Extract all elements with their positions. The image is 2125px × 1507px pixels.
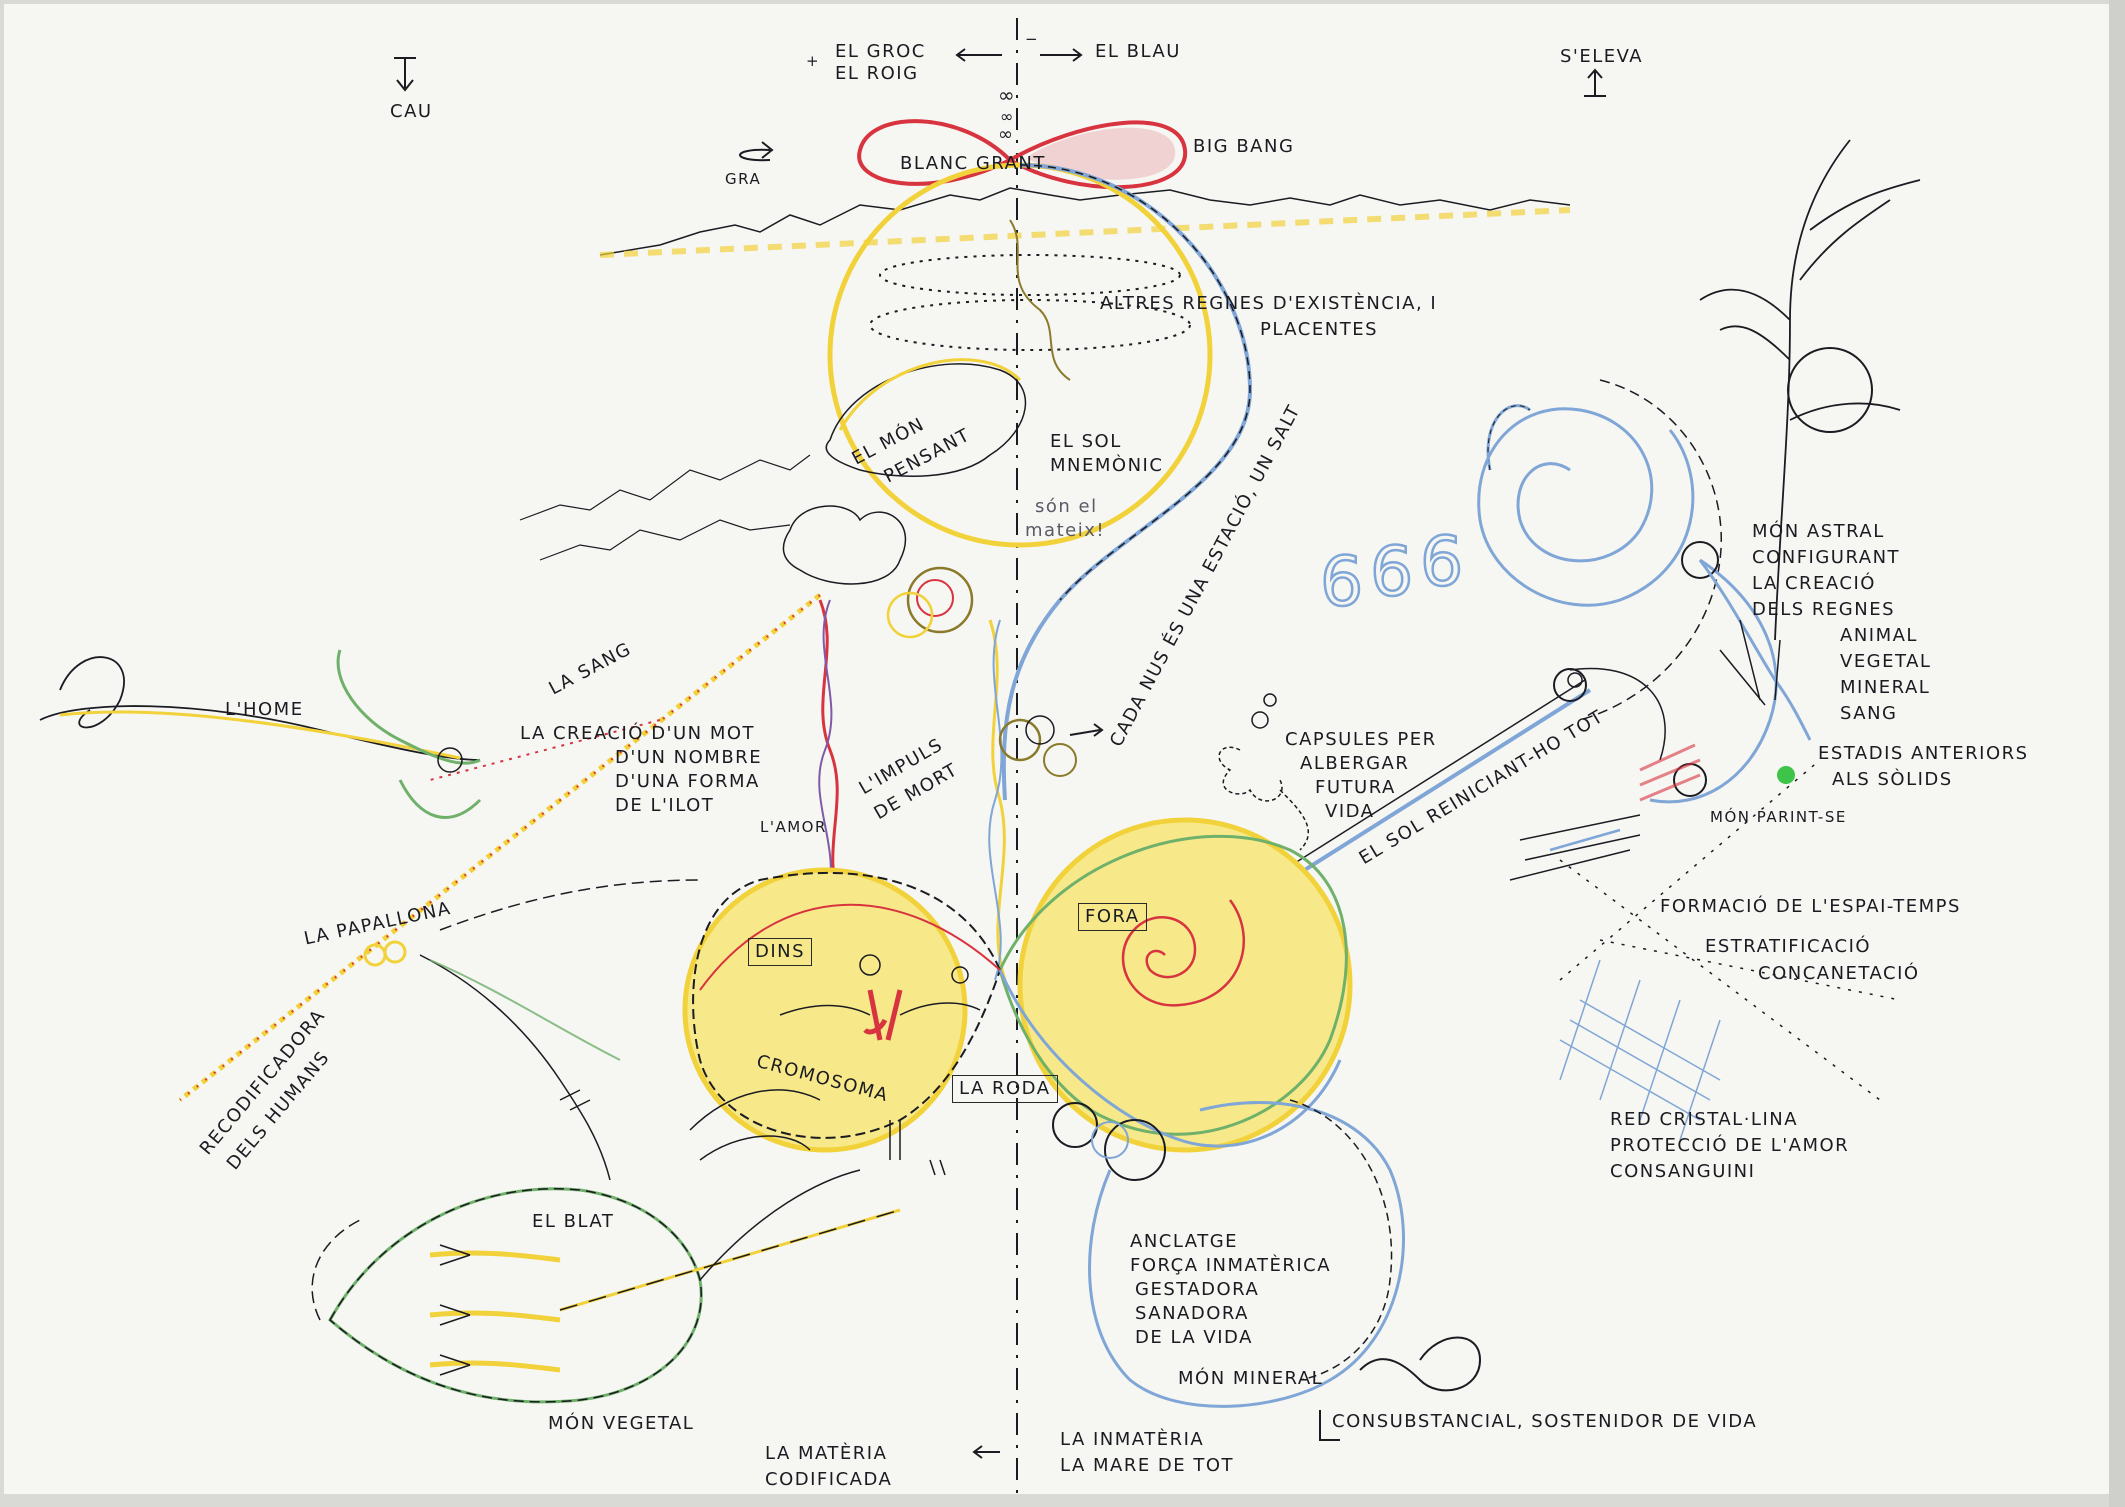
label-anclatge-4: SANADORA <box>1135 1303 1249 1324</box>
label-mon-vegetal: MÓN VEGETAL <box>548 1413 695 1434</box>
label-mon-astral-3: LA CREACIÓ <box>1752 573 1876 594</box>
label-anclatge-3: GESTADORA <box>1135 1279 1260 1300</box>
label-mon-astral-8: SANG <box>1840 703 1898 724</box>
label-concanetacio: CONCANETACIÓ <box>1758 963 1920 984</box>
label-la-creacio-4: DE L'ILOT <box>615 795 715 816</box>
label-minus: − <box>1025 30 1040 48</box>
green-dot <box>1777 766 1795 784</box>
label-son-el-mateix-2: mateix! <box>1025 520 1106 541</box>
label-el-blau: EL BLAU <box>1095 41 1181 62</box>
svg-text:∞: ∞ <box>998 83 1015 107</box>
label-mon-astral-6: VEGETAL <box>1840 651 1932 672</box>
label-lhome: L'HOME <box>225 699 304 720</box>
label-red-3: CONSANGUINI <box>1610 1161 1756 1182</box>
label-gra: GRA <box>725 170 762 188</box>
svg-text:6: 6 <box>1420 523 1463 602</box>
label-estadis-1: ESTADIS ANTERIORS <box>1818 743 2029 764</box>
label-mon-astral-5: ANIMAL <box>1840 625 1918 646</box>
label-mon-mineral: MÓN MINERAL <box>1178 1368 1324 1389</box>
astral-spiral <box>1477 407 1695 607</box>
label-la-inmateria-1: LA INMATÈRIA <box>1060 1429 1205 1450</box>
label-cau: CAU <box>390 101 433 122</box>
dins-fora-infinity <box>682 817 1353 1153</box>
label-placentes: PLACENTES <box>1260 319 1378 340</box>
svg-text:6: 6 <box>1370 533 1413 612</box>
label-seleva: S'ELEVA <box>1560 46 1644 67</box>
label-anclatge-2: FORÇA INMATÈRICA <box>1130 1255 1332 1276</box>
label-estratificacio: ESTRATIFICACIÓ <box>1705 936 1872 957</box>
label-dins: DINS <box>748 938 813 966</box>
label-consubstancial: CONSUBSTANCIAL, SOSTENIDOR DE VIDA <box>1332 1411 1758 1432</box>
label-mon-astral-7: MINERAL <box>1840 677 1931 698</box>
label-el-sol-mnemonic-1: EL SOL <box>1050 431 1122 452</box>
svg-text:∞: ∞ <box>1000 107 1013 126</box>
label-red-2: PROTECCIÓ DE L'AMOR <box>1610 1135 1850 1156</box>
label-capsules-4: VIDA <box>1325 801 1375 822</box>
label-capsules-1: CAPSULES PER <box>1285 729 1437 750</box>
label-la-creacio-2: D'UN NOMBRE <box>615 747 763 768</box>
label-el-blat: EL BLAT <box>532 1211 615 1232</box>
big-bang-infinity <box>857 119 1188 190</box>
label-estadis-2: ALS SÒLIDS <box>1832 769 1953 790</box>
label-la-roda: LA RODA <box>952 1075 1058 1103</box>
label-mon-astral-2: CONFIGURANT <box>1752 547 1901 568</box>
label-mon-astral-1: MÓN ASTRAL <box>1752 521 1885 542</box>
paper <box>4 4 2109 1494</box>
label-la-materia-1: LA MATÈRIA <box>765 1443 888 1464</box>
label-el-sol-mnemonic-2: MNEMÒNIC <box>1050 455 1164 476</box>
mountain-ridge <box>599 187 1571 256</box>
label-la-creacio-3: D'UNA FORMA <box>615 771 760 792</box>
label-anclatge-1: ANCLATGE <box>1130 1231 1239 1252</box>
tree <box>1699 139 1921 641</box>
label-lamor: L'AMOR <box>760 818 827 836</box>
label-blanc-grant: BLANC GRANT <box>900 153 1046 174</box>
mineral-world-shape <box>1088 1101 1405 1408</box>
label-red-1: RED CRISTAL·LINA <box>1610 1109 1799 1130</box>
label-el-groc: EL GROC <box>835 41 926 62</box>
label-mon-astral-4: DELS REGNES <box>1752 599 1896 620</box>
chromosome <box>863 989 903 1041</box>
label-fora: FORA <box>1078 903 1147 931</box>
label-la-materia-2: CODIFICADA <box>765 1469 893 1490</box>
crystal-net <box>1559 959 1721 1141</box>
label-la-inmateria-2: LA MARE DE TOT <box>1060 1455 1235 1476</box>
label-mon-parint: MÓN PARINT-SE <box>1710 808 1847 826</box>
label-anclatge-5: DE LA VIDA <box>1135 1327 1253 1348</box>
label-altres-regnes: ALTRES REGNES D'EXISTÈNCIA, I <box>1100 293 1438 314</box>
label-capsules-3: FUTURA <box>1315 777 1396 798</box>
label-el-roig: EL ROIG <box>835 63 919 84</box>
svg-text:∞: ∞ <box>998 124 1013 145</box>
label-capsules-2: ALBERGAR <box>1300 753 1410 774</box>
label-big-bang: BIG BANG <box>1193 136 1295 157</box>
svg-text:6: 6 <box>1320 543 1363 622</box>
label-formacio: FORMACIÓ DE L'ESPAI-TEMPS <box>1660 896 1961 917</box>
label-plus: + <box>806 52 821 70</box>
label-son-el-mateix-1: són el <box>1035 496 1098 517</box>
label-la-creacio-1: LA CREACIÓ D'UN MOT <box>520 723 756 744</box>
